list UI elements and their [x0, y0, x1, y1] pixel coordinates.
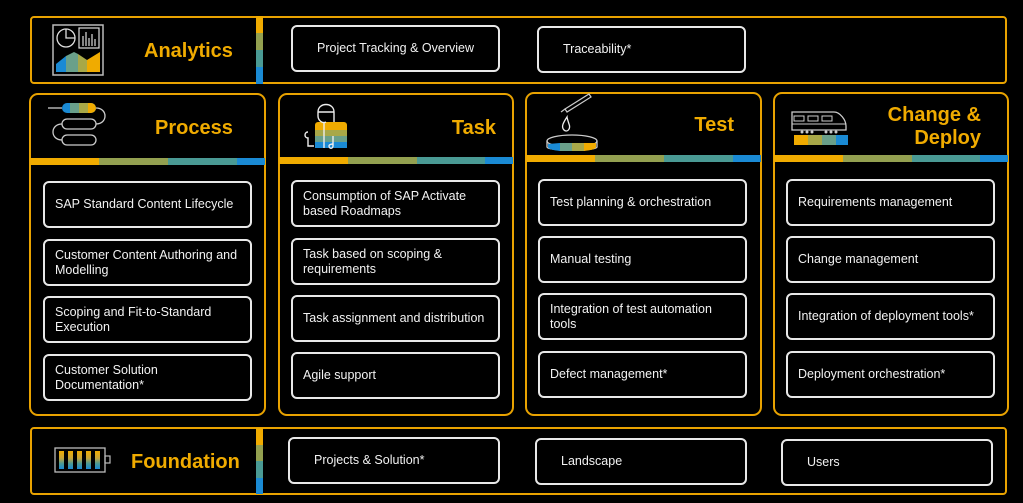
analytics-color-stripe: [256, 16, 263, 84]
process-title: Process: [155, 117, 233, 139]
deploy-item-deployment-orchestration[interactable]: Deployment orchestration*: [786, 351, 995, 398]
process-flow-icon: [48, 103, 106, 146]
change-deploy-title-line1: Change &: [887, 104, 981, 126]
deploy-train-icon: [791, 111, 848, 145]
test-item-manual-testing[interactable]: Manual testing: [538, 236, 747, 283]
process-item-customer-content-authoring[interactable]: Customer Content Authoring and Modelling: [43, 239, 252, 286]
analytics-item-project-tracking[interactable]: Project Tracking & Overview: [291, 25, 500, 72]
task-worker-icon: [304, 103, 347, 149]
deploy-item-change-management[interactable]: Change management: [786, 236, 995, 283]
analytics-panel: [30, 16, 1007, 84]
analytics-title: Analytics: [144, 40, 233, 62]
deploy-item-requirements-management[interactable]: Requirements management: [786, 179, 995, 226]
process-color-stripe: [30, 158, 266, 165]
test-item-planning-orchestration[interactable]: Test planning & orchestration: [538, 179, 747, 226]
task-item-scoping-requirements[interactable]: Task based on scoping & requirements: [291, 238, 500, 285]
foundation-battery-icon: [54, 447, 111, 473]
test-color-stripe: [526, 155, 762, 162]
process-item-customer-solution-documentation[interactable]: Customer Solution Documentation*: [43, 354, 252, 401]
task-item-assignment-distribution[interactable]: Task assignment and distribution: [291, 295, 500, 342]
change-deploy-title: Change & Deploy: [860, 104, 981, 149]
change-deploy-color-stripe: [774, 155, 1009, 162]
test-item-automation-tools[interactable]: Integration of test automation tools: [538, 293, 747, 340]
process-item-scoping-fit-to-standard[interactable]: Scoping and Fit-to-Standard Execution: [43, 296, 252, 343]
task-item-agile-support[interactable]: Agile support: [291, 352, 500, 399]
process-item-sap-standard-content[interactable]: SAP Standard Content Lifecycle: [43, 181, 252, 228]
deploy-item-deployment-tools[interactable]: Integration of deployment tools*: [786, 293, 995, 340]
analytics-dashboard-icon: [52, 24, 104, 76]
task-title: Task: [451, 117, 496, 139]
test-pipette-dish-icon: [546, 93, 598, 151]
test-title: Test: [694, 114, 734, 136]
foundation-item-users[interactable]: Users: [781, 439, 993, 486]
task-color-stripe: [279, 157, 514, 164]
task-item-activate-roadmaps[interactable]: Consumption of SAP Activate based Roadma…: [291, 180, 500, 227]
foundation-item-projects-solution[interactable]: Projects & Solution*: [288, 437, 500, 484]
foundation-color-stripe: [256, 428, 263, 494]
foundation-title: Foundation: [131, 451, 240, 473]
change-deploy-title-line2: Deploy: [914, 127, 981, 149]
analytics-item-traceability[interactable]: Traceability*: [537, 26, 746, 73]
foundation-item-landscape[interactable]: Landscape: [535, 438, 747, 485]
test-item-defect-management[interactable]: Defect management*: [538, 351, 747, 398]
